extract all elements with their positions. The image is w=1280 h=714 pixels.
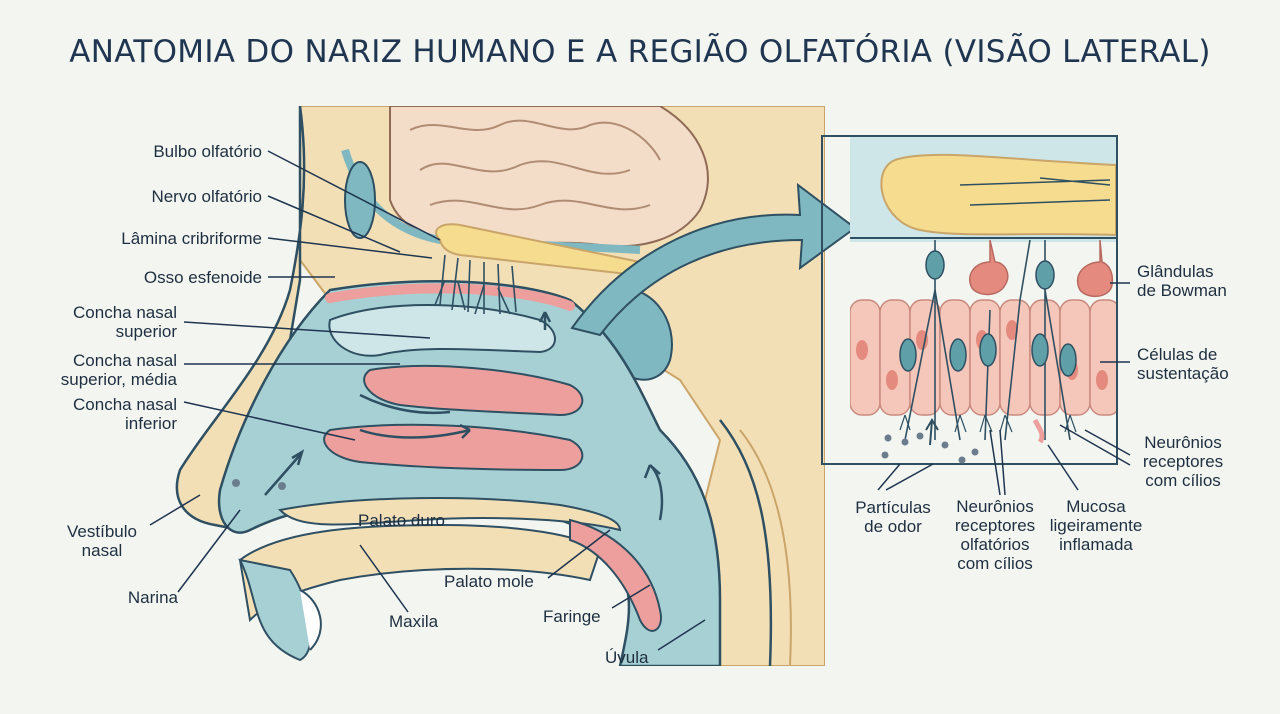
- sagittal-section: [175, 106, 825, 666]
- olfactory-nerve-fibers: [434, 254, 517, 315]
- cilia: [899, 414, 1077, 433]
- label-nervo-olfatorio: Nervo olfatório: [151, 187, 262, 206]
- diagram-title: ANATOMIA DO NARIZ HUMANO E A REGIÃO OLFA…: [69, 34, 1211, 70]
- hard-palate: [277, 497, 622, 532]
- inset-olfactory-bulb: [880, 153, 1116, 237]
- label-narina: Narina: [127, 588, 178, 607]
- bowman-glands: [969, 239, 1114, 297]
- maxilla: [238, 523, 602, 623]
- frontal-sinus: [344, 161, 376, 239]
- brain: [389, 106, 709, 248]
- label-bulbo-olfatorio: Bulbo olfatório: [153, 142, 262, 161]
- olfactory-mucosa: [325, 283, 575, 311]
- middle-concha: [363, 364, 584, 417]
- label-faringe: Faringe: [543, 607, 601, 626]
- label-palato-duro: Palato duro: [358, 511, 445, 530]
- label-maxila: Maxila: [389, 612, 439, 631]
- label-osso-esfenoide: Osso esfenoide: [143, 268, 262, 287]
- pharynx-wall: [719, 419, 773, 666]
- receptor-neurons: [899, 250, 1077, 377]
- olfactory-epithelium-detail: [850, 137, 1116, 463]
- label-lamina-cribriforme: Lâmina cribriforme: [121, 229, 262, 248]
- label-palato-mole: Palato mole: [444, 572, 534, 591]
- label-uvula: Úvula: [605, 648, 649, 667]
- leader-lines: [149, 150, 1131, 651]
- odor-particles: [881, 432, 979, 464]
- soft-palate: [569, 518, 662, 632]
- airflow-arrows: [264, 311, 664, 521]
- superior-concha: [328, 304, 556, 357]
- inset-frame: [821, 135, 1118, 465]
